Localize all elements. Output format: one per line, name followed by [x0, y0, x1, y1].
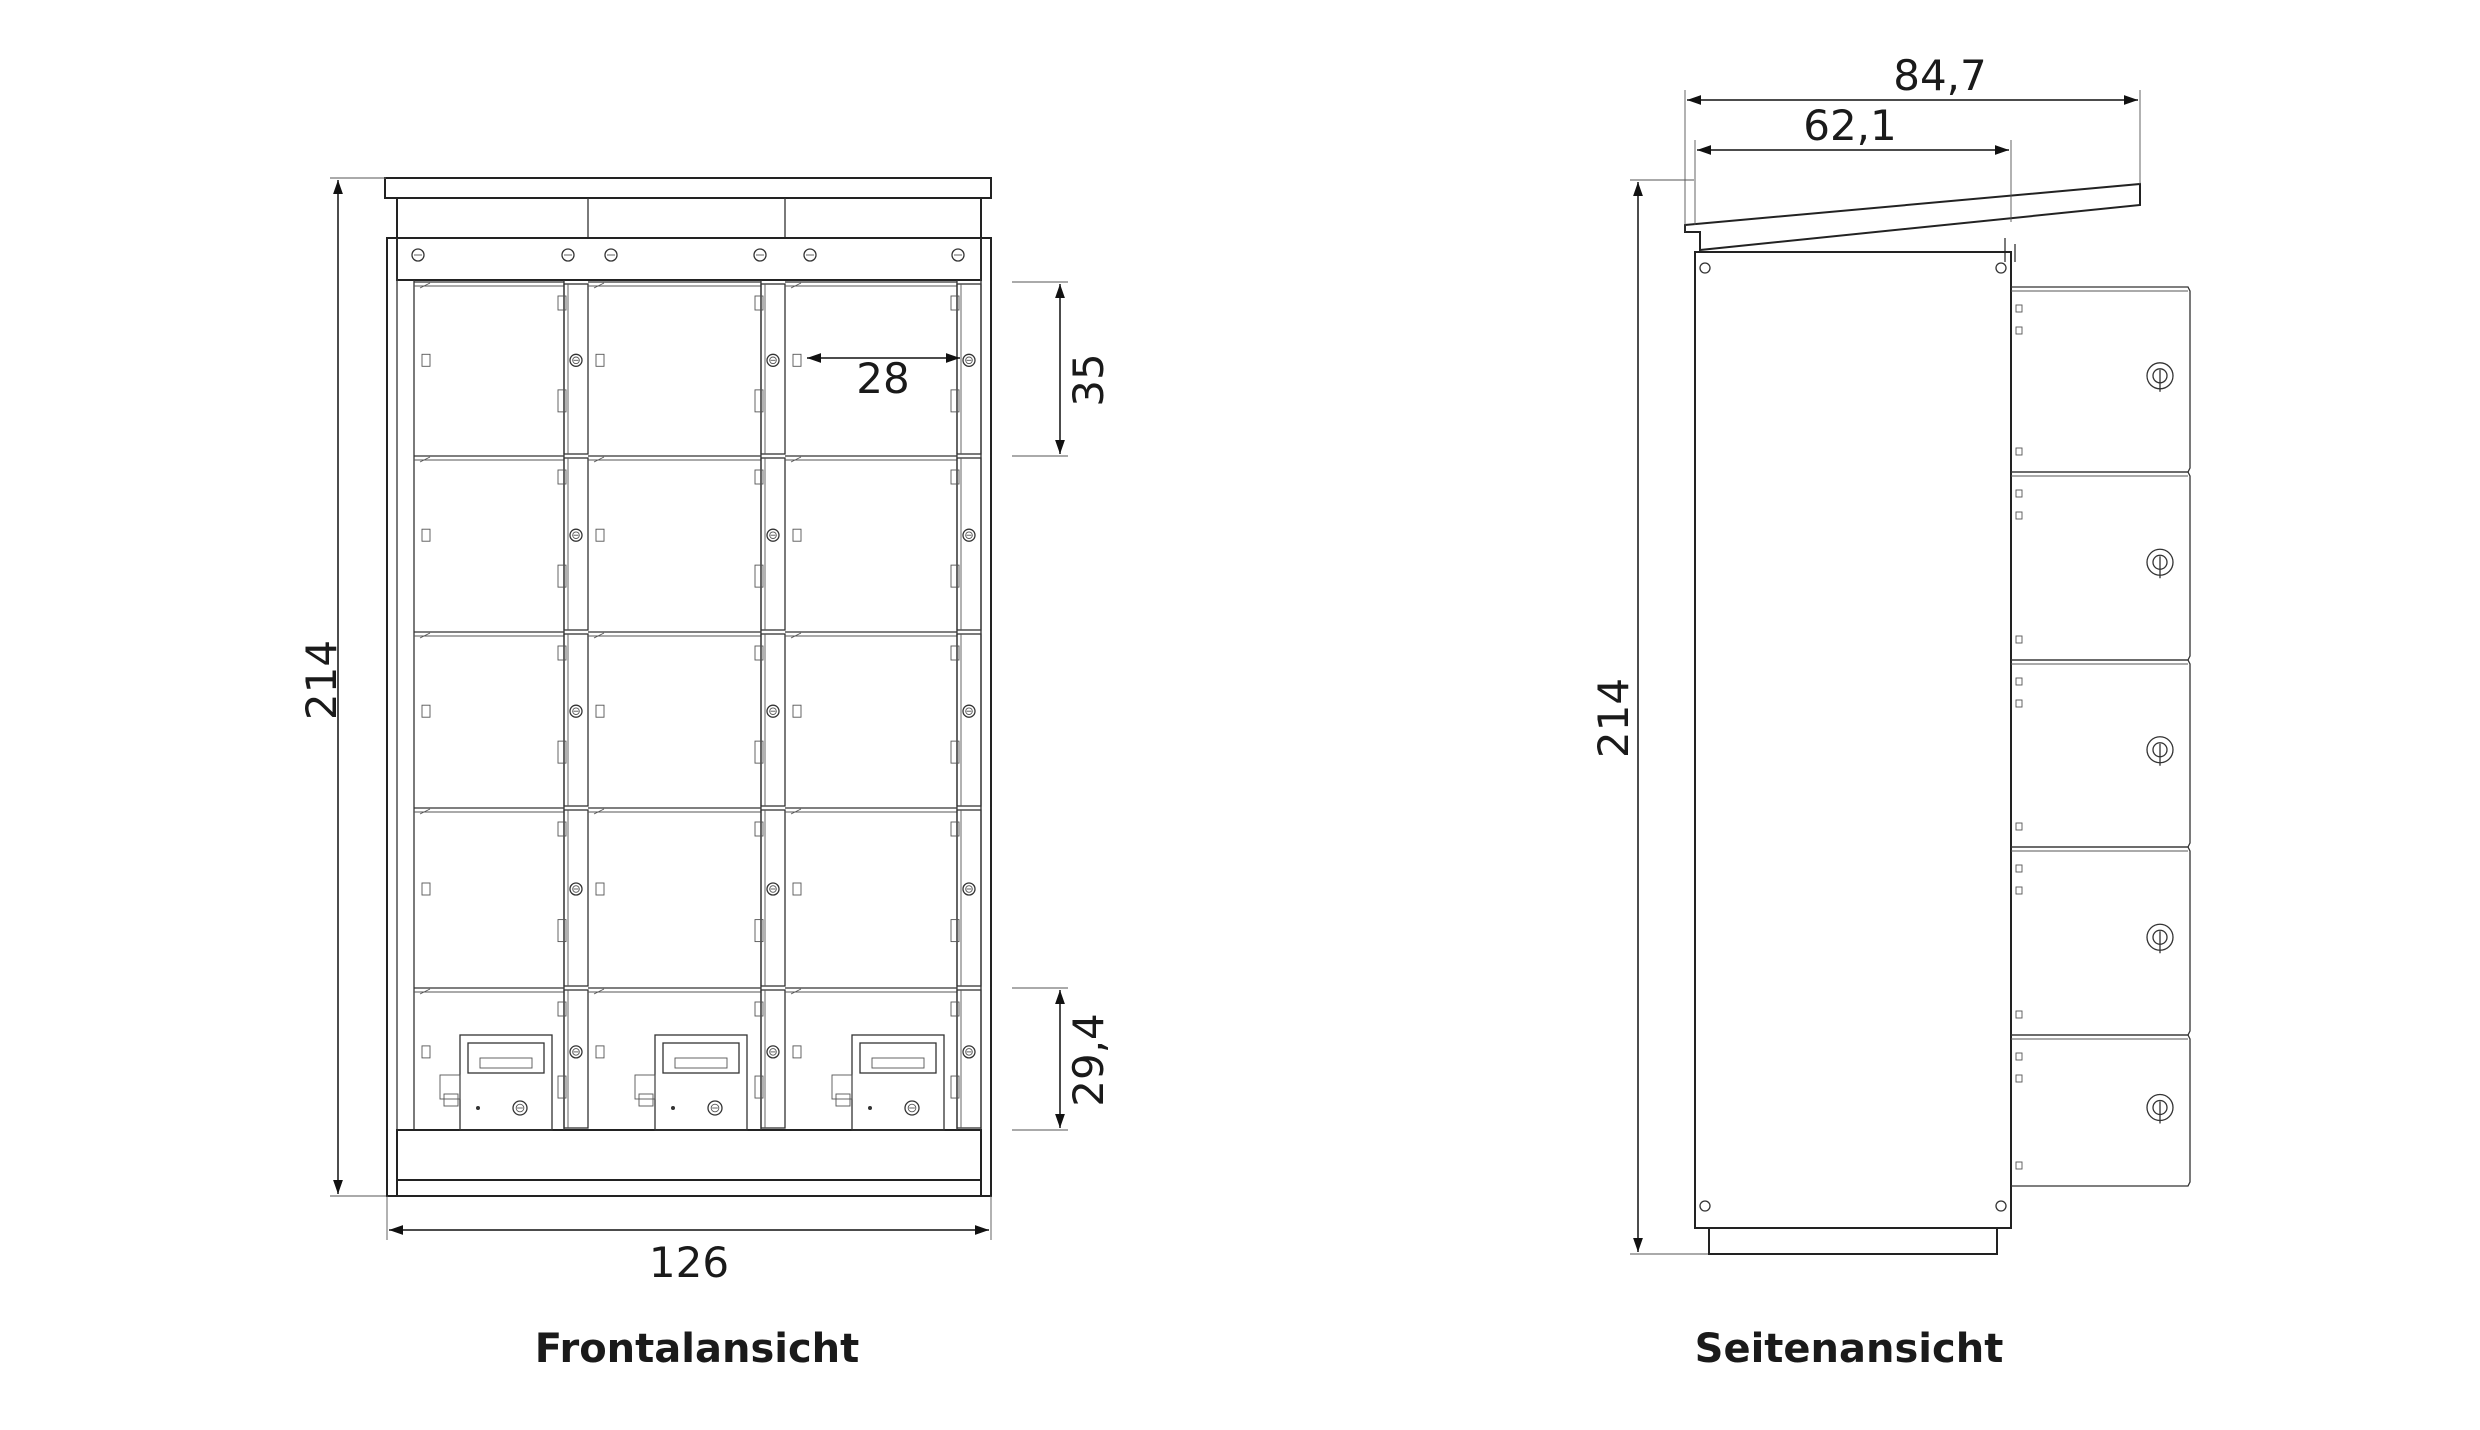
band-screw-icon [411, 248, 425, 262]
compartment-door [563, 989, 589, 1129]
door-lock-icon [962, 704, 976, 718]
band-screw-icon [753, 248, 767, 262]
compartment-door [760, 457, 786, 631]
compartment-door [956, 457, 982, 631]
side-depth-body-label: 62,1 [1803, 101, 1897, 150]
compartment-door [760, 989, 786, 1129]
parcel-feeder [439, 1034, 553, 1131]
compartment-door [563, 809, 589, 987]
compartment-height-label: 35 [1064, 353, 1113, 406]
bottom-compartment-height-label: 29,4 [1064, 1013, 1113, 1107]
door-lock-icon [766, 528, 780, 542]
side-door [2011, 659, 2191, 848]
side-body [1694, 251, 2012, 1229]
door-lock-icon [766, 1045, 780, 1059]
door-lock-icon [962, 528, 976, 542]
side-height-label: 214 [1589, 678, 1638, 758]
door-lock-icon [766, 353, 780, 367]
compartment-door [760, 809, 786, 987]
band-screw-icon [803, 248, 817, 262]
door-lock-icon [569, 528, 583, 542]
front-plinth [396, 1129, 982, 1181]
front-width-label: 126 [649, 1238, 729, 1287]
feeder-lock-icon [904, 1100, 920, 1116]
band-screw-icon [951, 248, 965, 262]
compartment-door [563, 633, 589, 807]
front-frieze [396, 197, 982, 239]
compartment-door [956, 989, 982, 1129]
door-lock-icon [962, 1045, 976, 1059]
parcel-feeder [831, 1034, 945, 1131]
compartment-door [563, 457, 589, 631]
feeder-lock-icon [512, 1100, 528, 1116]
front-view-caption: Frontalansicht [535, 1326, 860, 1372]
side-door [2011, 846, 2191, 1036]
band-screw-icon [604, 248, 618, 262]
side-door [2011, 1034, 2191, 1187]
front-view: 214 126 28 35 29,4 Frontalansicht [297, 177, 1113, 1372]
band-screw-icon [561, 248, 575, 262]
door-lock-icon [766, 704, 780, 718]
side-plinth [1708, 1227, 1998, 1255]
side-view-caption: Seitenansicht [1695, 1326, 2004, 1372]
side-view: 84,7 62,1 214 Seitenansicht [1589, 51, 2191, 1372]
compartment-door [563, 283, 589, 455]
front-label-band [396, 237, 982, 281]
feeder-lock-icon [707, 1100, 723, 1116]
parcel-feeder [634, 1034, 748, 1131]
side-roof [1684, 182, 2141, 252]
side-door [2011, 471, 2191, 661]
compartment-door [760, 283, 786, 455]
door-lock-icon [962, 882, 976, 896]
front-height-label: 214 [297, 640, 346, 720]
side-door [2011, 286, 2191, 473]
door-lock-icon [569, 882, 583, 896]
door-lock-icon [766, 882, 780, 896]
side-depth-total-label: 84,7 [1893, 51, 1987, 100]
front-roof-plate [384, 177, 992, 199]
door-lock-icon [569, 1045, 583, 1059]
door-lock-icon [569, 353, 583, 367]
door-lock-icon [569, 704, 583, 718]
compartment-width-label: 28 [856, 354, 909, 403]
compartment-door [956, 283, 982, 455]
compartment-door [956, 809, 982, 987]
compartment-door [760, 633, 786, 807]
compartment-door [956, 633, 982, 807]
door-lock-icon [962, 353, 976, 367]
